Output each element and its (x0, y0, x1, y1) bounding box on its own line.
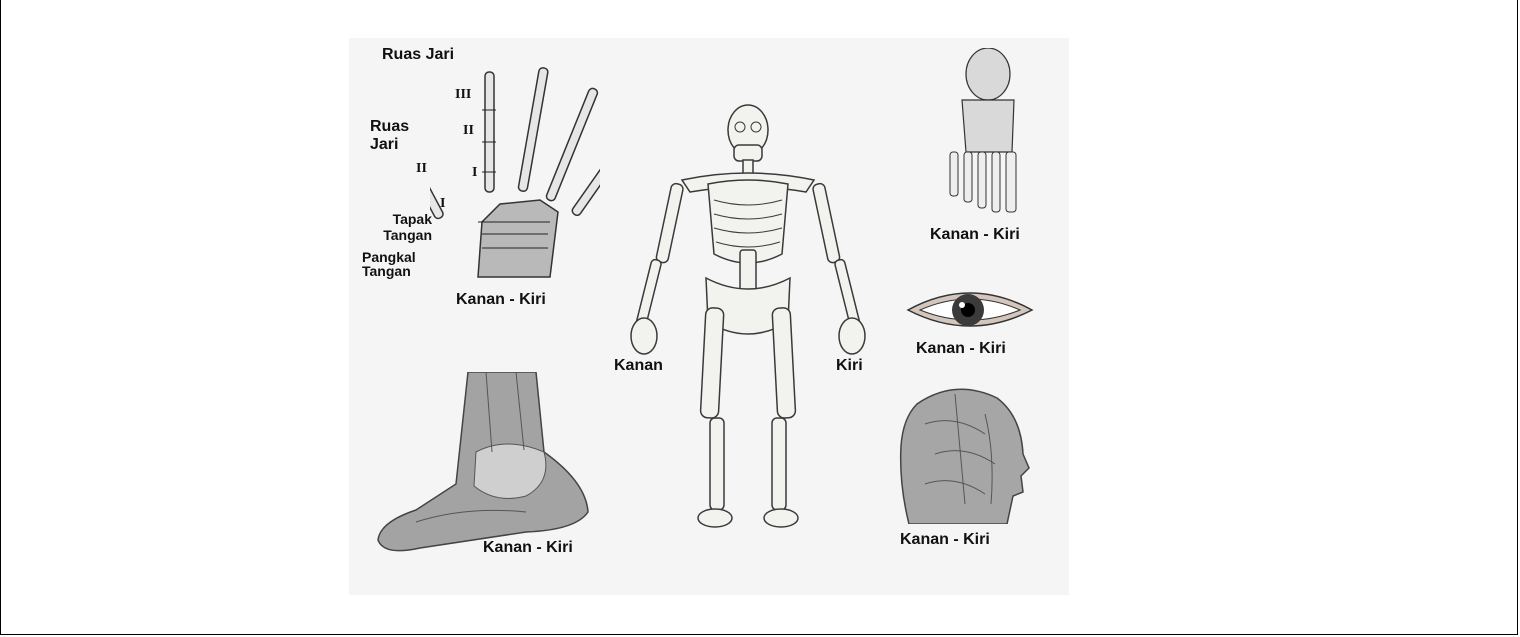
hand-phalanx-side-label: Ruas Jari (370, 118, 409, 154)
skeleton-right-label: Kanan (614, 358, 663, 374)
skeleton-illustration (622, 100, 874, 532)
hand-wrist-label: Pangkal Tangan (362, 250, 416, 278)
eye-caption: Kanan - Kiri (916, 341, 1006, 357)
roman-numeral-ii: II (463, 124, 474, 138)
foot-caption: Kanan - Kiri (483, 540, 573, 556)
hand-phalanx-title: Ruas Jari (382, 47, 454, 63)
roman-numeral-i: I (472, 166, 477, 180)
foot-anatomy-illustration (376, 372, 592, 560)
eye-illustration (906, 286, 1034, 334)
foot-bones-illustration (942, 48, 1024, 216)
roman-numeral-ii-thumb: II (416, 162, 427, 176)
foot-bones-caption: Kanan - Kiri (930, 227, 1020, 243)
head-caption: Kanan - Kiri (900, 532, 990, 548)
skeleton-left-label: Kiri (836, 358, 863, 374)
hand-caption: Kanan - Kiri (456, 292, 546, 308)
roman-numeral-iii: III (455, 88, 471, 102)
roman-numeral-i-thumb: I (440, 197, 445, 211)
head-anatomy-illustration (895, 384, 1031, 524)
hand-palm-label: Tapak Tangan (356, 211, 432, 243)
